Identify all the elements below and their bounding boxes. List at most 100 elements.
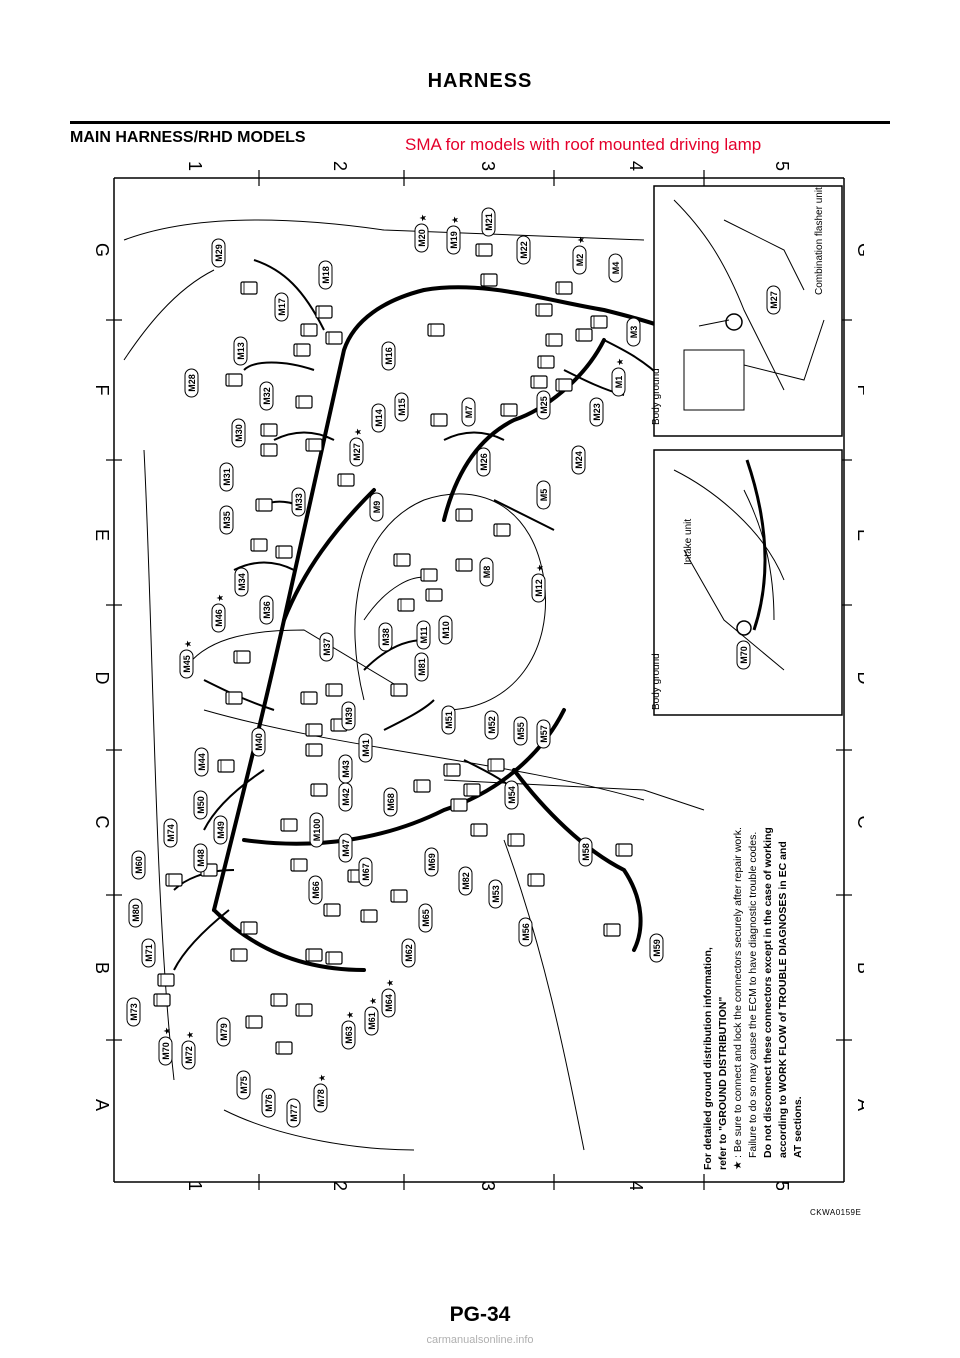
connector-m15: M15 [394, 392, 409, 422]
notes-block: For detailed ground distribution informa… [702, 827, 804, 1170]
note-line-1: For detailed ground distribution informa… [702, 947, 714, 1170]
connector-m52: M52 [484, 710, 499, 740]
connector-m45: M45★ [179, 640, 194, 679]
connector-m28: M28 [184, 368, 199, 398]
connector-label-m79: M79 [219, 1023, 229, 1041]
connector-label-m27: M27 [352, 443, 362, 461]
grid-left-a: A [92, 1099, 112, 1111]
intake-unit-label: Intake unit [683, 519, 694, 565]
connector-label-m77: M77 [289, 1104, 299, 1122]
header-rule [70, 121, 890, 124]
connector-label-m82: M82 [461, 872, 471, 890]
grid-top-2: 2 [330, 161, 350, 171]
connector-m38: M38 [378, 622, 393, 652]
connector-label-m2: M2 [575, 254, 585, 267]
connector-m19: M19★ [446, 216, 461, 255]
note-line-6: according to WORK FLOW of TROUBLE DIAGNO… [777, 841, 789, 1158]
connector-label-m72: M72 [184, 1046, 194, 1064]
connector-label-m8: M8 [482, 566, 492, 579]
connector-m76: M76 [261, 1088, 276, 1118]
connector-label-m20: M20 [417, 229, 427, 247]
connector-label-m74: M74 [166, 824, 176, 842]
body-ground-top-label: Body ground [651, 368, 662, 425]
connector-label-m48: M48 [196, 849, 206, 867]
connector-label-m46: M46 [214, 609, 224, 627]
connector-m61: M61★ [364, 997, 379, 1036]
connector-m9: M9 [369, 492, 384, 522]
figure-code: CKWA0159E [810, 1208, 862, 1217]
connector-m16: M16 [381, 341, 396, 371]
connector-label-m56: M56 [521, 923, 531, 941]
grid-top-4: 4 [626, 161, 646, 171]
connector-label-m21: M21 [484, 213, 494, 231]
note-line-4: Failure to do so may cause the ECM to ha… [747, 832, 759, 1158]
connector-m7: M7 [461, 397, 476, 427]
page-title: HARNESS [427, 70, 533, 92]
connector-label-m58: M58 [581, 843, 591, 861]
connector-m29: M29 [211, 238, 226, 268]
connector-label-m76: M76 [264, 1094, 274, 1112]
connector-label-m67: M67 [361, 863, 371, 881]
harness-branches [173, 259, 665, 971]
connector-labels: M1★M2★M3M4M5M7M8M9M10M11M12★M13M14M15M16… [126, 207, 664, 1128]
connector-label-m22: M22 [519, 241, 529, 259]
connector-m40: M40 [251, 727, 266, 757]
connector-m82: M82 [458, 866, 473, 896]
connector-label-m13: M13 [236, 342, 246, 360]
connector-m43: M43 [338, 754, 353, 784]
star-icon: ★ [577, 236, 587, 244]
connector-label-m7: M7 [464, 406, 474, 419]
inset-labels: Combination flasher unit Body ground Int… [651, 187, 825, 710]
combination-flasher-label: Combination flasher unit [814, 187, 825, 295]
connector-label-m50: M50 [196, 796, 206, 814]
star-icon: ★ [354, 428, 364, 436]
grid-labels: 1 2 3 4 5 1 2 3 4 5 G F E D C B A G F E … [92, 161, 864, 1190]
star-icon: ★ [184, 640, 194, 648]
connector-m47: M47 [338, 833, 353, 863]
connector-label-m52: M52 [487, 716, 497, 734]
note-line-5: Do not disconnect these connectors excep… [762, 827, 774, 1158]
star-icon: ★ [318, 1074, 328, 1082]
connector-label-m23: M23 [592, 403, 602, 421]
connector-m78: M78★ [313, 1074, 328, 1113]
connector-m37: M37 [319, 632, 334, 662]
connector-m4: M4 [608, 253, 623, 283]
connector-m11: M11 [416, 620, 431, 650]
grid-bot-5: 5 [772, 1181, 792, 1190]
connector-label-m71: M71 [144, 944, 154, 962]
grid-right-f: F [854, 385, 864, 396]
connector-label-m65: M65 [421, 909, 431, 927]
connector-m73: M73 [126, 997, 141, 1027]
star-icon: ★ [616, 358, 626, 366]
connector-label-m66: M66 [311, 881, 321, 899]
connector-label-m63: M63 [344, 1026, 354, 1044]
connector-m14: M14 [371, 403, 386, 433]
connector-m42: M42 [338, 782, 353, 812]
connector-label-m31: M31 [222, 468, 232, 486]
connector-label-m37: M37 [322, 638, 332, 656]
connector-m24: M24 [571, 445, 586, 475]
connector-m20: M20★ [414, 214, 429, 253]
grid-left-f: F [92, 385, 112, 396]
grid-top-5: 5 [772, 161, 792, 171]
connector-label-m24: M24 [574, 451, 584, 469]
connector-m60: M60 [131, 850, 146, 880]
connector-m54: M54 [504, 780, 519, 810]
connector-m57: M57 [536, 719, 551, 749]
connector-label-m30: M30 [234, 424, 244, 442]
connector-m51: M51 [441, 705, 456, 735]
connector-label-m15: M15 [397, 398, 407, 416]
connector-label-m40: M40 [254, 733, 264, 751]
grid-left-e: E [92, 529, 112, 541]
connector-label-m68: M68 [386, 793, 396, 811]
inset-intake-unit [653, 449, 843, 716]
connector-label-m35: M35 [222, 511, 232, 529]
connector-m3: M3 [626, 317, 641, 347]
connector-m8: M8 [479, 557, 494, 587]
connector-label-m59: M59 [652, 939, 662, 957]
grid-bot-4: 4 [626, 1181, 646, 1190]
connector-label-m17: M17 [277, 298, 287, 316]
connector-label-m39: M39 [344, 707, 354, 725]
grid-bot-3: 3 [478, 1181, 498, 1190]
connector-m53: M53 [488, 879, 503, 909]
